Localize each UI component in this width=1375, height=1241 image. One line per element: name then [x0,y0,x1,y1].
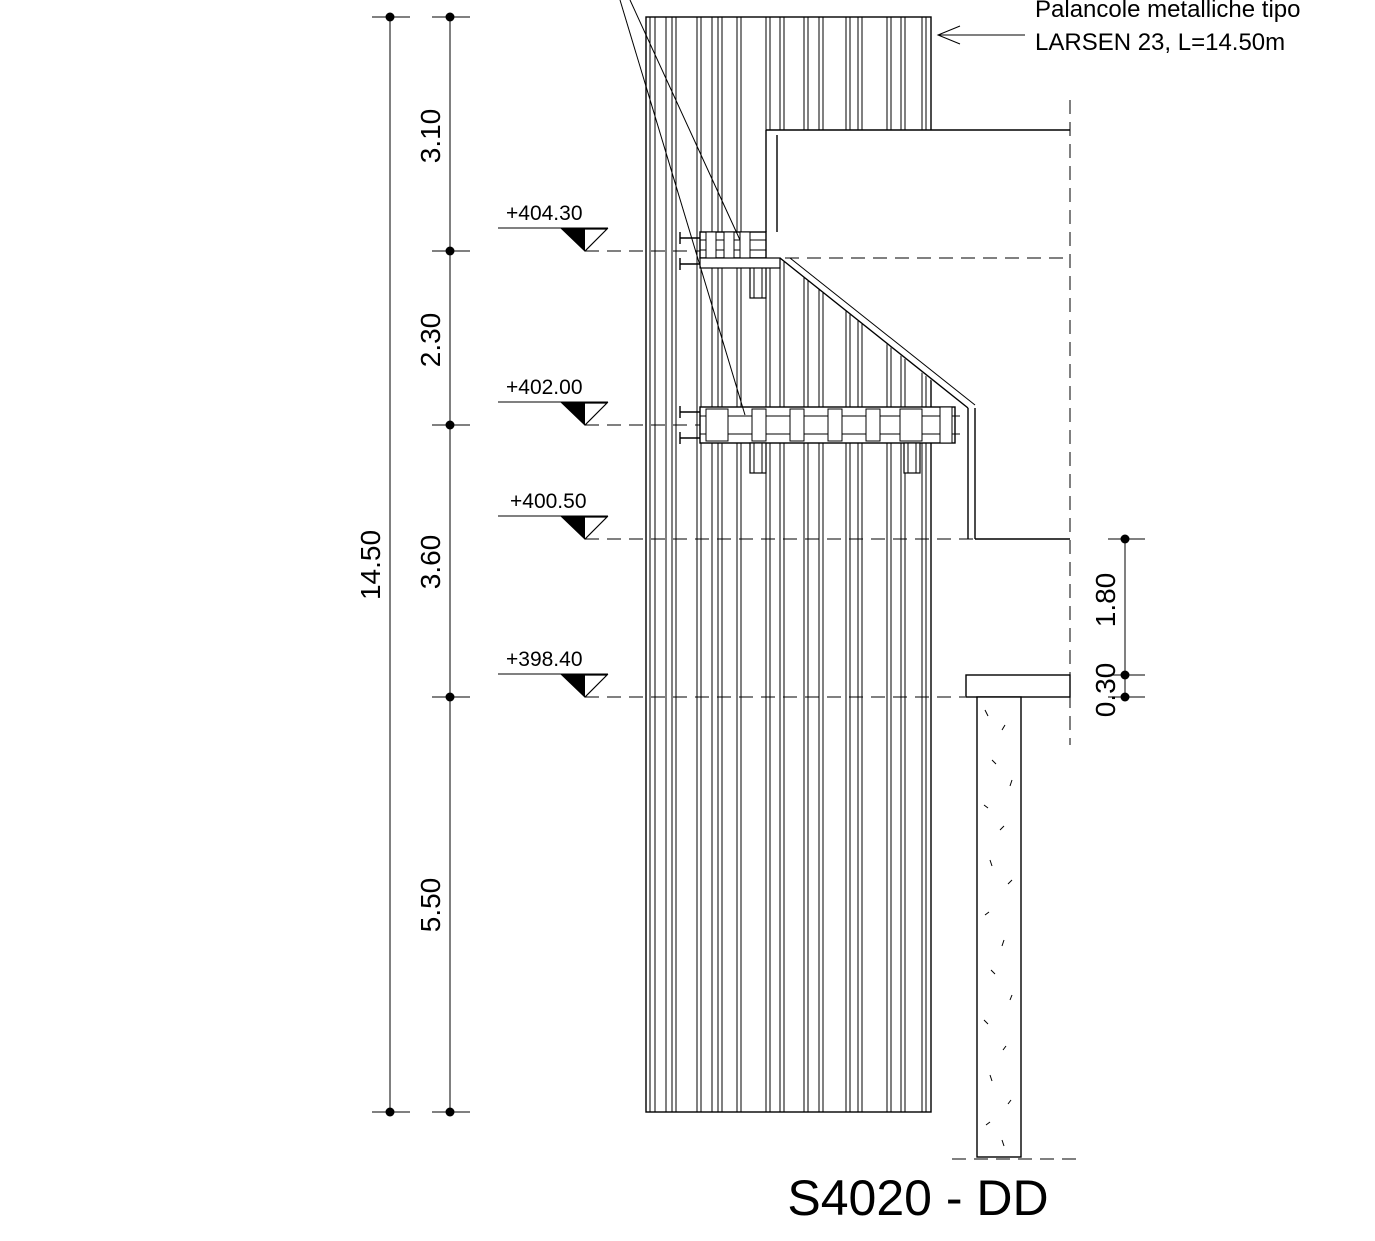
dim-total-label: 14.50 [355,530,386,600]
section-title: S4020 - DD [787,1170,1048,1226]
dim-segment-3: 3.60 [415,535,446,590]
dimension-chain-total: 14.50 [355,12,410,1117]
level-marker-3: +400.50 [498,490,975,540]
leader-lines [619,0,746,416]
level-marker-4: +398.40 [498,648,965,698]
dim-segment-2: 2.30 [415,313,446,368]
waler-top [679,231,781,299]
note-line-2: LARSEN 23, L=14.50m [1035,29,1285,56]
base-slab [965,674,1071,698]
dim-right-upper: 1.80 [1090,573,1121,628]
waler-middle [679,406,960,474]
level-marker-1: +404.30 [498,202,700,252]
level-label: +402.00 [506,376,583,399]
dim-right-lower: 0.30 [1090,663,1121,718]
dimension-chain-right: 1.80 0.30 [1090,534,1145,718]
note-line-1: Palancole metalliche tipo [1035,0,1301,23]
level-label: +400.50 [510,490,587,513]
level-label: +398.40 [506,648,583,671]
dim-segment-1: 3.10 [415,109,446,164]
level-marker-2: +402.00 [498,376,700,426]
concrete-pile [952,696,1078,1160]
dim-segment-4: 5.50 [415,878,446,933]
sheet-pile-note: Palancole metalliche tipo LARSEN 23, L=1… [936,0,1301,56]
level-label: +404.30 [506,202,583,225]
dimension-chain-segments: 3.10 2.30 3.60 5.50 [415,12,470,1117]
excavation-void [765,129,1070,540]
